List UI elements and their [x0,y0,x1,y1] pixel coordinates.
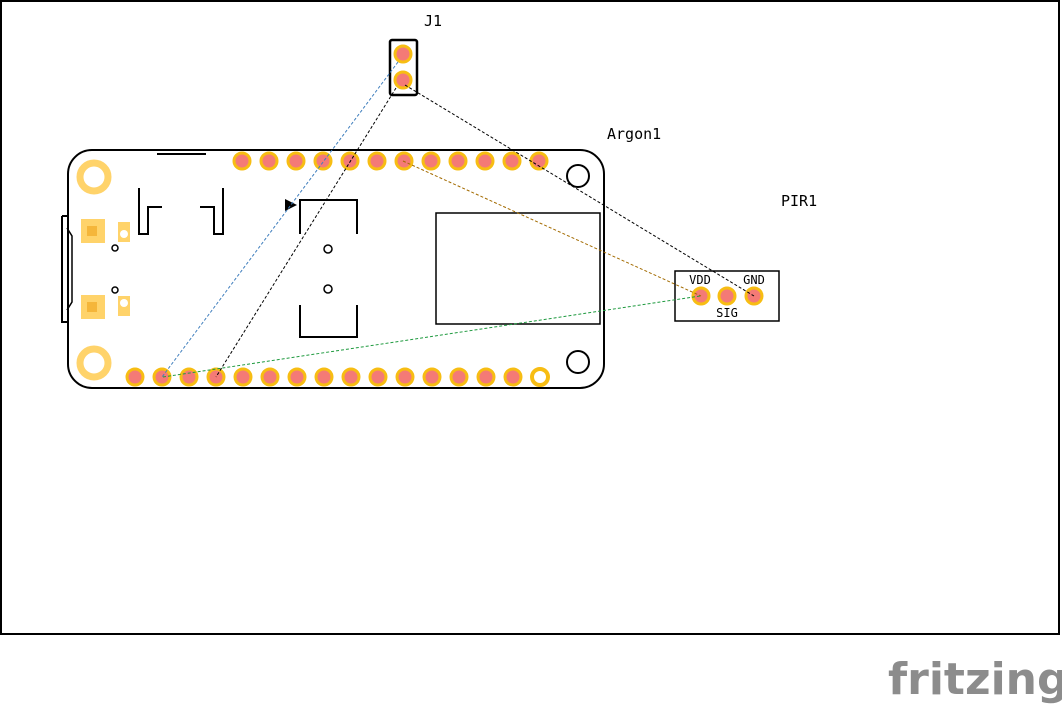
mount-hole-top-right [566,164,590,188]
argon-top-pin[interactable] [475,151,495,171]
small-pad-upper-hole [120,230,128,238]
pir-pin-label-vdd: VDD [689,273,711,287]
pcb-outline [0,0,1060,635]
pir-pin-label-gnd: GND [743,273,765,287]
argon-top-pin[interactable] [502,151,522,171]
square-pad-lower-center [87,302,97,312]
wire-j1-blue[interactable] [161,61,399,378]
j1-pin-2[interactable] [393,70,413,90]
battery-hole-upper [323,244,333,254]
argon-label: Argon1 [607,125,661,143]
battery-connector-top [299,199,358,234]
square-pad-upper-center [87,226,97,236]
argon-top-pin[interactable] [286,151,306,171]
argon-bottom-pin[interactable] [530,367,550,387]
pir-label: PIR1 [781,192,817,210]
button-bracket-right [200,188,224,235]
argon-bottom-pin[interactable] [152,367,172,387]
fritzing-watermark: fritzing [888,654,1062,705]
usb-connector-outline [61,215,67,323]
argon-top-pin[interactable] [421,151,441,171]
usb-connector-inner [66,227,73,311]
j1-pin-1[interactable] [393,44,413,64]
argon-bottom-pin[interactable] [314,367,334,387]
pir-pin-sig[interactable] [717,286,737,306]
argon-outline [67,149,605,389]
argon-top-pin[interactable] [313,151,333,171]
argon-top-header [232,151,549,171]
pir-outline [674,270,780,322]
argon-bottom-pin[interactable] [233,367,253,387]
j1-outline [388,38,419,97]
small-pad-lower-hole [120,299,128,307]
j1-label: J1 [424,12,442,30]
argon-bottom-pin[interactable] [449,367,469,387]
argon-bottom-pin[interactable] [368,367,388,387]
argon-top-pin[interactable] [529,151,549,171]
wire-argon-to-pir-vdd[interactable] [402,160,702,297]
argon-bottom-pin[interactable] [395,367,415,387]
pir-pin-label-sig: SIG [716,306,738,320]
argon-board[interactable] [61,149,605,389]
argon-top-pin[interactable] [259,151,279,171]
j1-connector[interactable] [388,38,419,97]
wire-argon-to-pir-sig[interactable] [162,295,701,378]
argon-top-pin[interactable] [367,151,387,171]
argon-bottom-pin[interactable] [260,367,280,387]
argon-top-pin[interactable] [448,151,468,171]
argon-top-pin[interactable] [232,151,252,171]
argon-bottom-pin[interactable] [125,367,145,387]
mount-hole-bottom-right [566,350,590,374]
mount-hole-top-left [76,159,112,195]
button-bracket-left [138,188,162,235]
argon-bottom-pin[interactable] [503,367,523,387]
battery-hole-lower [323,284,333,294]
wire-j1-to-pir-gnd[interactable] [404,84,755,297]
argon-bottom-pin[interactable] [287,367,307,387]
argon-bottom-pin[interactable] [179,367,199,387]
via-lower [111,286,119,294]
battery-connector-bottom [299,305,358,338]
argon-bottom-pin[interactable] [341,367,361,387]
ratsnest-wires [161,61,755,378]
argon-bottom-pin[interactable] [422,367,442,387]
wire-j1-to-argon-pin[interactable] [215,87,397,378]
mount-hole-bottom-left [76,345,112,381]
argon-bottom-pin[interactable] [476,367,496,387]
via-upper [111,244,119,252]
